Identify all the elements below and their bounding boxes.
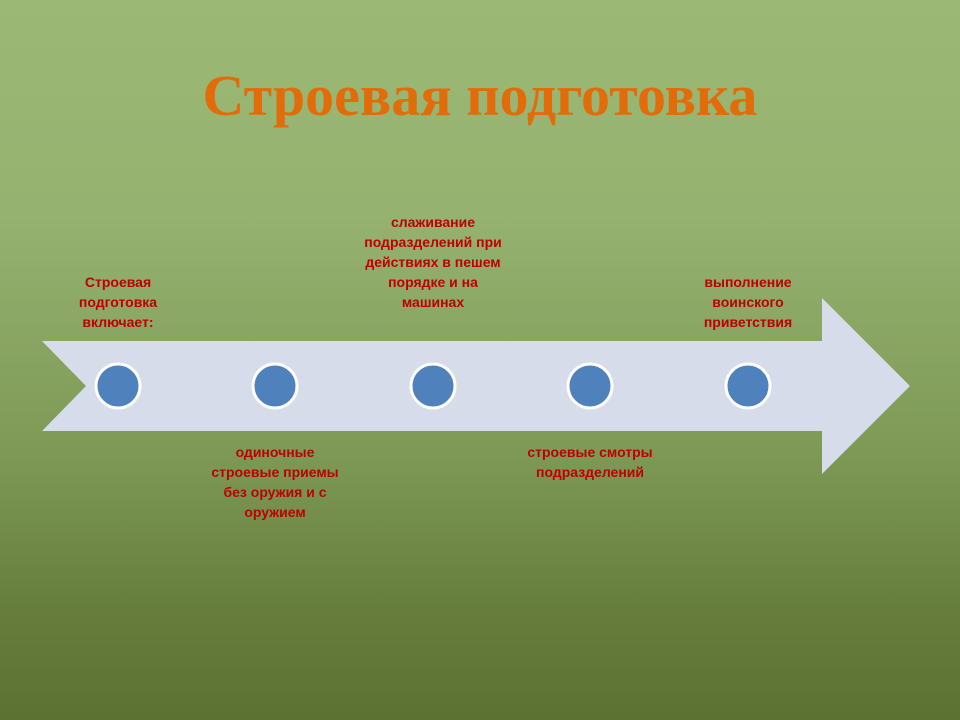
timeline-node-3 xyxy=(409,362,457,410)
timeline-node-2 xyxy=(251,362,299,410)
step-label-3: слаживание подразделений при действиях в… xyxy=(364,214,502,310)
step-label-1: Строевая подготовка включает: xyxy=(78,274,158,330)
timeline-node-4 xyxy=(566,362,614,410)
step-label-5: выполнение воинского приветствия xyxy=(703,274,793,330)
step-label-2: одиночные строевые приемы без оружия и с… xyxy=(211,444,339,520)
slide-title: Строевая подготовка xyxy=(202,63,758,128)
timeline-node-5 xyxy=(724,362,772,410)
step-label-4: строевые смотры подразделений xyxy=(527,444,653,480)
timeline-arrow xyxy=(42,298,910,474)
timeline-node-1 xyxy=(94,362,142,410)
